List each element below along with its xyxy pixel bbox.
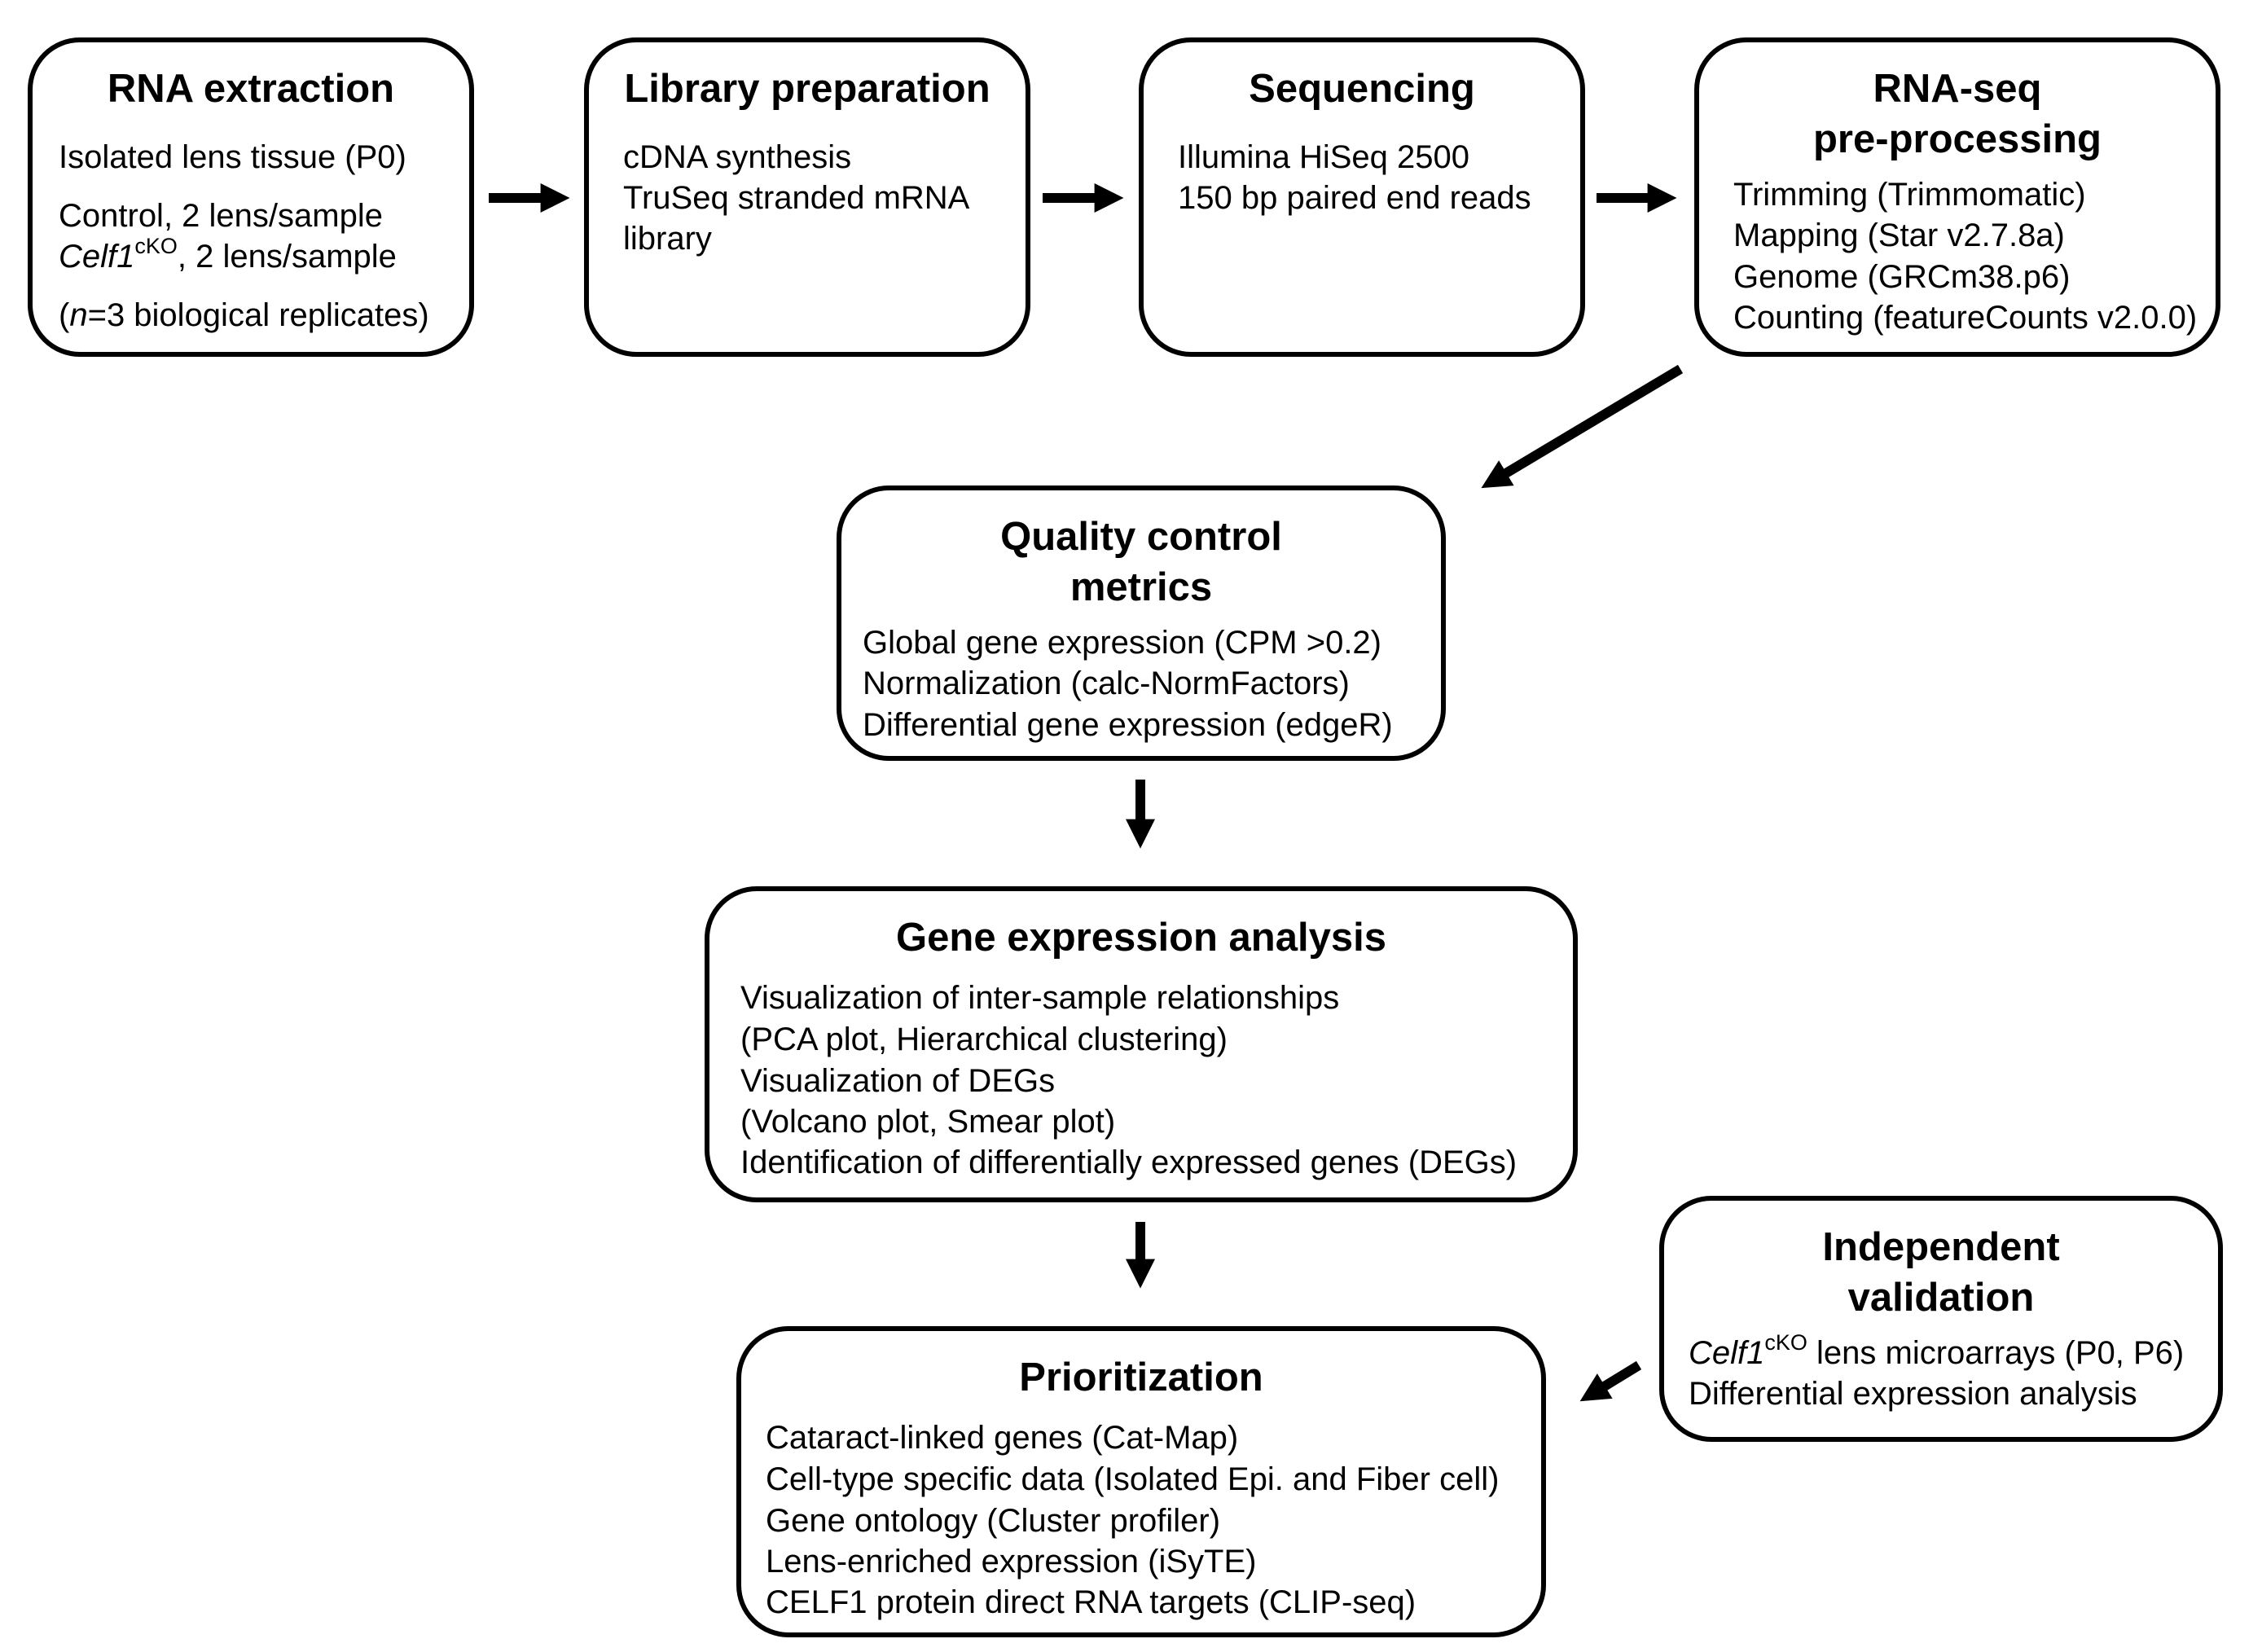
- line-text: =3 biological replicates): [87, 297, 429, 333]
- sequencing-line: Illumina HiSeq 2500: [1178, 139, 1469, 175]
- validation-title-line: validation: [1847, 1276, 2035, 1320]
- gene-expression-item: (Volcano plot, Smear plot): [740, 1104, 1116, 1140]
- rna-extraction-line: Isolated lens tissue (P0): [59, 139, 406, 175]
- gene-expression-item: Visualization of DEGs: [740, 1063, 1056, 1099]
- gene-expression-item: Visualization of inter-sample relationsh…: [740, 980, 1340, 1016]
- prioritization-item: Gene ontology (Cluster profiler): [766, 1503, 1221, 1539]
- preprocessing-title-line: pre-processing: [1813, 117, 2102, 161]
- sequencing-title: Sequencing: [1249, 67, 1475, 111]
- gene-expression-item: Identification of differentially express…: [740, 1145, 1518, 1180]
- quality-control-title-line: Quality control: [1000, 515, 1282, 559]
- rna-extraction-line: (n=3 biological replicates): [59, 295, 429, 336]
- gene-expression-item: (PCA plot, Hierarchical clustering): [740, 1022, 1228, 1057]
- validation-box: Independent validation Celf1cKO lens mic…: [1659, 1196, 2223, 1442]
- prioritization-item: Cataract-linked genes (Cat-Map): [766, 1420, 1239, 1456]
- n-symbol: n: [69, 297, 88, 333]
- library-preparation-box: Library preparation cDNA synthesis TruSe…: [584, 37, 1030, 357]
- quality-control-title-line: metrics: [1070, 565, 1213, 609]
- gene-expression-box: Gene expression analysis Visualization o…: [705, 886, 1578, 1202]
- rna-extraction-title: RNA extraction: [107, 67, 395, 111]
- prioritization-item: Cell-type specific data (Isolated Epi. a…: [766, 1461, 1500, 1497]
- preprocessing-item: Trimming (Trimmomatic): [1733, 177, 2086, 213]
- arrow-preprocessing-to-qc: [1481, 364, 1684, 489]
- gene-superscript: cKO: [1764, 1330, 1807, 1355]
- rna-extraction-box: RNA extraction Isolated lens tissue (P0)…: [28, 37, 474, 357]
- preprocessing-item: Mapping (Star v2.7.8a): [1733, 217, 2065, 253]
- arrow-validation-to-prioritization: [1579, 1360, 1642, 1402]
- quality-control-item: Normalization (calc-NormFactors): [863, 666, 1350, 701]
- quality-control-box: Quality control metrics Global gene expr…: [837, 485, 1446, 761]
- library-preparation-line: cDNA synthesis: [623, 139, 852, 175]
- rna-extraction-line: Control, 2 lens/sample: [59, 198, 383, 234]
- line-text: , 2 lens/sample: [177, 239, 397, 275]
- preprocessing-item: Counting (featureCounts v2.0.0): [1733, 300, 2198, 336]
- gene-name: Celf1: [59, 239, 135, 275]
- library-preparation-line: library: [623, 221, 712, 257]
- gene-name: Celf1: [1689, 1335, 1765, 1371]
- prioritization-item: CELF1 protein direct RNA targets (CLIP-s…: [766, 1584, 1416, 1620]
- library-preparation-title: Library preparation: [624, 67, 990, 111]
- prioritization-title: Prioritization: [1019, 1355, 1263, 1399]
- sequencing-box: Sequencing Illumina HiSeq 2500 150 bp pa…: [1139, 37, 1585, 357]
- prioritization-item: Lens-enriched expression (iSyTE): [766, 1544, 1257, 1580]
- rna-extraction-line: Celf1cKO, 2 lens/sample: [59, 234, 397, 278]
- validation-line: Celf1cKO lens microarrays (P0, P6): [1689, 1330, 2185, 1374]
- library-preparation-line: TruSeq stranded mRNA: [623, 180, 970, 216]
- quality-control-item: Global gene expression (CPM >0.2): [863, 625, 1381, 661]
- gene-superscript: cKO: [134, 234, 178, 258]
- sequencing-line: 150 bp paired end reads: [1178, 180, 1531, 216]
- preprocessing-title-line: RNA-seq: [1873, 67, 2042, 111]
- gene-expression-title: Gene expression analysis: [896, 916, 1386, 960]
- validation-title-line: Independent: [1822, 1225, 2060, 1269]
- quality-control-item: Differential gene expression (edgeR): [863, 707, 1393, 743]
- prioritization-box: Prioritization Cataract-linked genes (Ca…: [736, 1326, 1546, 1637]
- preprocessing-box: RNA-seq pre-processing Trimming (Trimmom…: [1694, 37, 2220, 357]
- preprocessing-item: Genome (GRCm38.p6): [1733, 259, 2071, 295]
- line-text: lens microarrays (P0, P6): [1807, 1335, 2185, 1371]
- validation-line: Differential expression analysis: [1689, 1376, 2137, 1412]
- line-text: (: [59, 297, 70, 333]
